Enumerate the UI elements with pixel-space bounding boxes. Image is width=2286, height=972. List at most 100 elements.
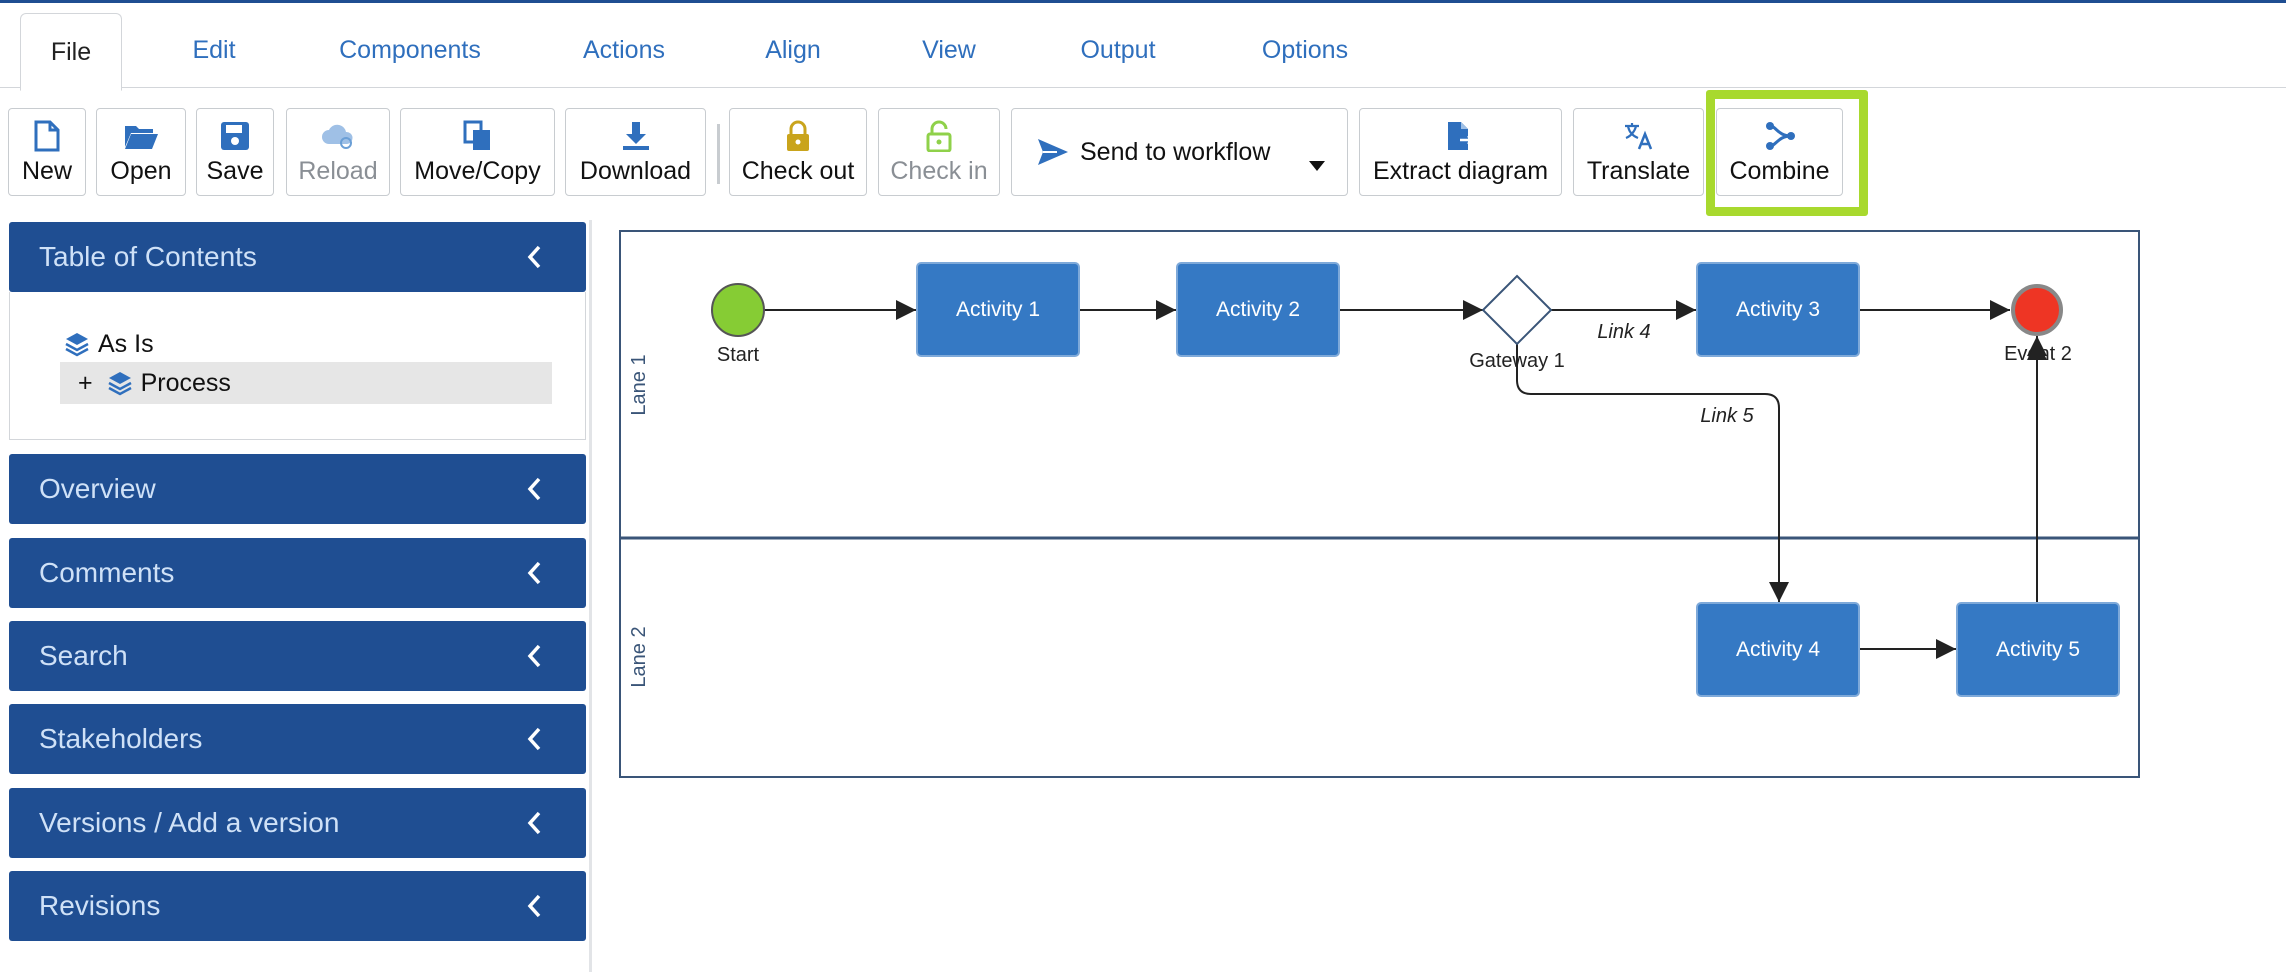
panel-table-of-contents[interactable]: Table of Contents — [9, 222, 586, 292]
open-label: Open — [110, 156, 172, 185]
end-event[interactable] — [2011, 284, 2063, 336]
chevron-left-icon — [527, 811, 541, 835]
extract-diagram-button[interactable]: Extract diagram — [1359, 108, 1562, 196]
toc-item-process[interactable]: + Process — [60, 362, 552, 404]
sidebar-divider[interactable] — [589, 220, 592, 972]
paper-plane-icon — [1036, 135, 1070, 169]
check-in-button[interactable]: Check in — [878, 108, 1000, 196]
copy-icon — [461, 119, 495, 153]
combine-merge-icon — [1763, 119, 1797, 153]
activity-1-label: Activity 1 — [956, 298, 1040, 321]
move-copy-label: Move/Copy — [414, 156, 541, 185]
expand-toggle[interactable]: + — [78, 368, 93, 397]
caret-down-icon[interactable] — [1309, 149, 1325, 178]
download-icon — [619, 119, 653, 153]
activity-4-label: Activity 4 — [1736, 638, 1820, 661]
gateway-1[interactable] — [1481, 274, 1553, 346]
menu-bar: File Edit Components Actions Align View … — [0, 3, 2286, 91]
new-document-icon — [30, 119, 64, 153]
lane-2-label: Lane 2 — [628, 626, 650, 687]
lock-icon — [781, 119, 815, 153]
tab-align[interactable]: Align — [765, 35, 821, 64]
panel-title: Comments — [39, 557, 175, 588]
flow-arrowhead-event2 — [2027, 340, 2047, 360]
panel-stakeholders[interactable]: Stakeholders — [9, 704, 586, 774]
translate-icon — [1622, 119, 1656, 153]
panel-revisions[interactable]: Revisions — [9, 871, 586, 941]
panel-title: Overview — [39, 473, 156, 504]
check-in-label: Check in — [890, 156, 988, 185]
save-button[interactable]: Save — [196, 108, 274, 196]
check-out-label: Check out — [741, 156, 855, 185]
panel-title: Table of Contents — [39, 241, 257, 272]
toc-tree: As Is + Process — [9, 292, 586, 440]
process-diagram[interactable]: Lane 1 Lane 2 Start Activity 1 Activity … — [618, 229, 2142, 781]
panel-title: Versions / Add a version — [39, 807, 340, 838]
panel-title: Stakeholders — [39, 723, 203, 754]
chevron-left-icon — [527, 894, 541, 918]
reload-label: Reload — [298, 156, 378, 185]
link-5-label: Link 5 — [1700, 405, 1754, 427]
flow-link-5[interactable] — [1516, 344, 1789, 602]
layers-icon — [108, 372, 132, 396]
activity-4[interactable] — [1696, 602, 1860, 697]
lane-1-label: Lane 1 — [628, 354, 650, 415]
tab-view[interactable]: View — [922, 35, 976, 64]
start-event-label: Start — [717, 344, 760, 366]
save-disk-icon — [218, 119, 252, 153]
tab-output[interactable]: Output — [1080, 35, 1156, 64]
chevron-left-icon — [527, 561, 541, 585]
reload-button[interactable]: Reload — [286, 108, 390, 196]
panel-overview[interactable]: Overview — [9, 454, 586, 524]
download-label: Download — [579, 156, 692, 185]
top-accent-line — [0, 0, 2286, 3]
panel-versions[interactable]: Versions / Add a version — [9, 788, 586, 858]
toc-item-as-is[interactable]: As Is — [64, 326, 154, 362]
start-event[interactable] — [711, 283, 765, 337]
toc-item-label: Process — [140, 368, 231, 397]
cloud-reload-icon — [321, 119, 355, 153]
tab-options[interactable]: Options — [1261, 35, 1349, 64]
unlock-icon — [922, 119, 956, 153]
pool-frame — [619, 230, 2140, 778]
download-button[interactable]: Download — [565, 108, 706, 196]
activity-5[interactable] — [1956, 602, 2120, 697]
combine-label: Combine — [1729, 156, 1830, 185]
activity-3-label: Activity 3 — [1736, 298, 1820, 321]
toolbar-separator — [717, 124, 720, 184]
chevron-left-icon — [527, 727, 541, 751]
link-4-label: Link 4 — [1597, 321, 1650, 343]
new-button[interactable]: New — [8, 108, 86, 196]
chevron-left-icon — [527, 644, 541, 668]
send-to-workflow-label: Send to workflow — [1080, 137, 1271, 166]
activity-1[interactable] — [916, 262, 1080, 357]
extract-diagram-label: Extract diagram — [1372, 156, 1549, 185]
tab-edit[interactable]: Edit — [192, 35, 236, 64]
activity-2-label: Activity 2 — [1216, 298, 1300, 321]
chevron-left-icon — [527, 245, 541, 269]
save-label: Save — [206, 156, 264, 185]
chevron-left-icon — [527, 477, 541, 501]
gateway-1-label: Gateway 1 — [1469, 350, 1565, 372]
panel-title: Revisions — [39, 890, 161, 921]
panel-search[interactable]: Search — [9, 621, 586, 691]
folder-open-icon — [124, 119, 158, 153]
combine-button[interactable]: Combine — [1716, 108, 1843, 196]
translate-button[interactable]: Translate — [1573, 108, 1704, 196]
combine-highlight-frame — [1706, 90, 1868, 216]
activity-3[interactable] — [1696, 262, 1860, 357]
activity-5-label: Activity 5 — [1996, 638, 2080, 661]
file-export-icon — [1444, 119, 1478, 153]
tab-file[interactable]: File — [20, 13, 122, 91]
panel-title: Search — [39, 640, 128, 671]
panel-comments[interactable]: Comments — [9, 538, 586, 608]
tab-components[interactable]: Components — [339, 35, 481, 64]
send-to-workflow-button[interactable]: Send to workflow — [1011, 108, 1348, 196]
move-copy-button[interactable]: Move/Copy — [400, 108, 555, 196]
toc-item-label: As Is — [98, 329, 154, 358]
activity-2[interactable] — [1176, 262, 1340, 357]
layers-icon — [65, 333, 89, 357]
open-button[interactable]: Open — [96, 108, 186, 196]
tab-actions[interactable]: Actions — [583, 35, 665, 64]
check-out-button[interactable]: Check out — [729, 108, 867, 196]
